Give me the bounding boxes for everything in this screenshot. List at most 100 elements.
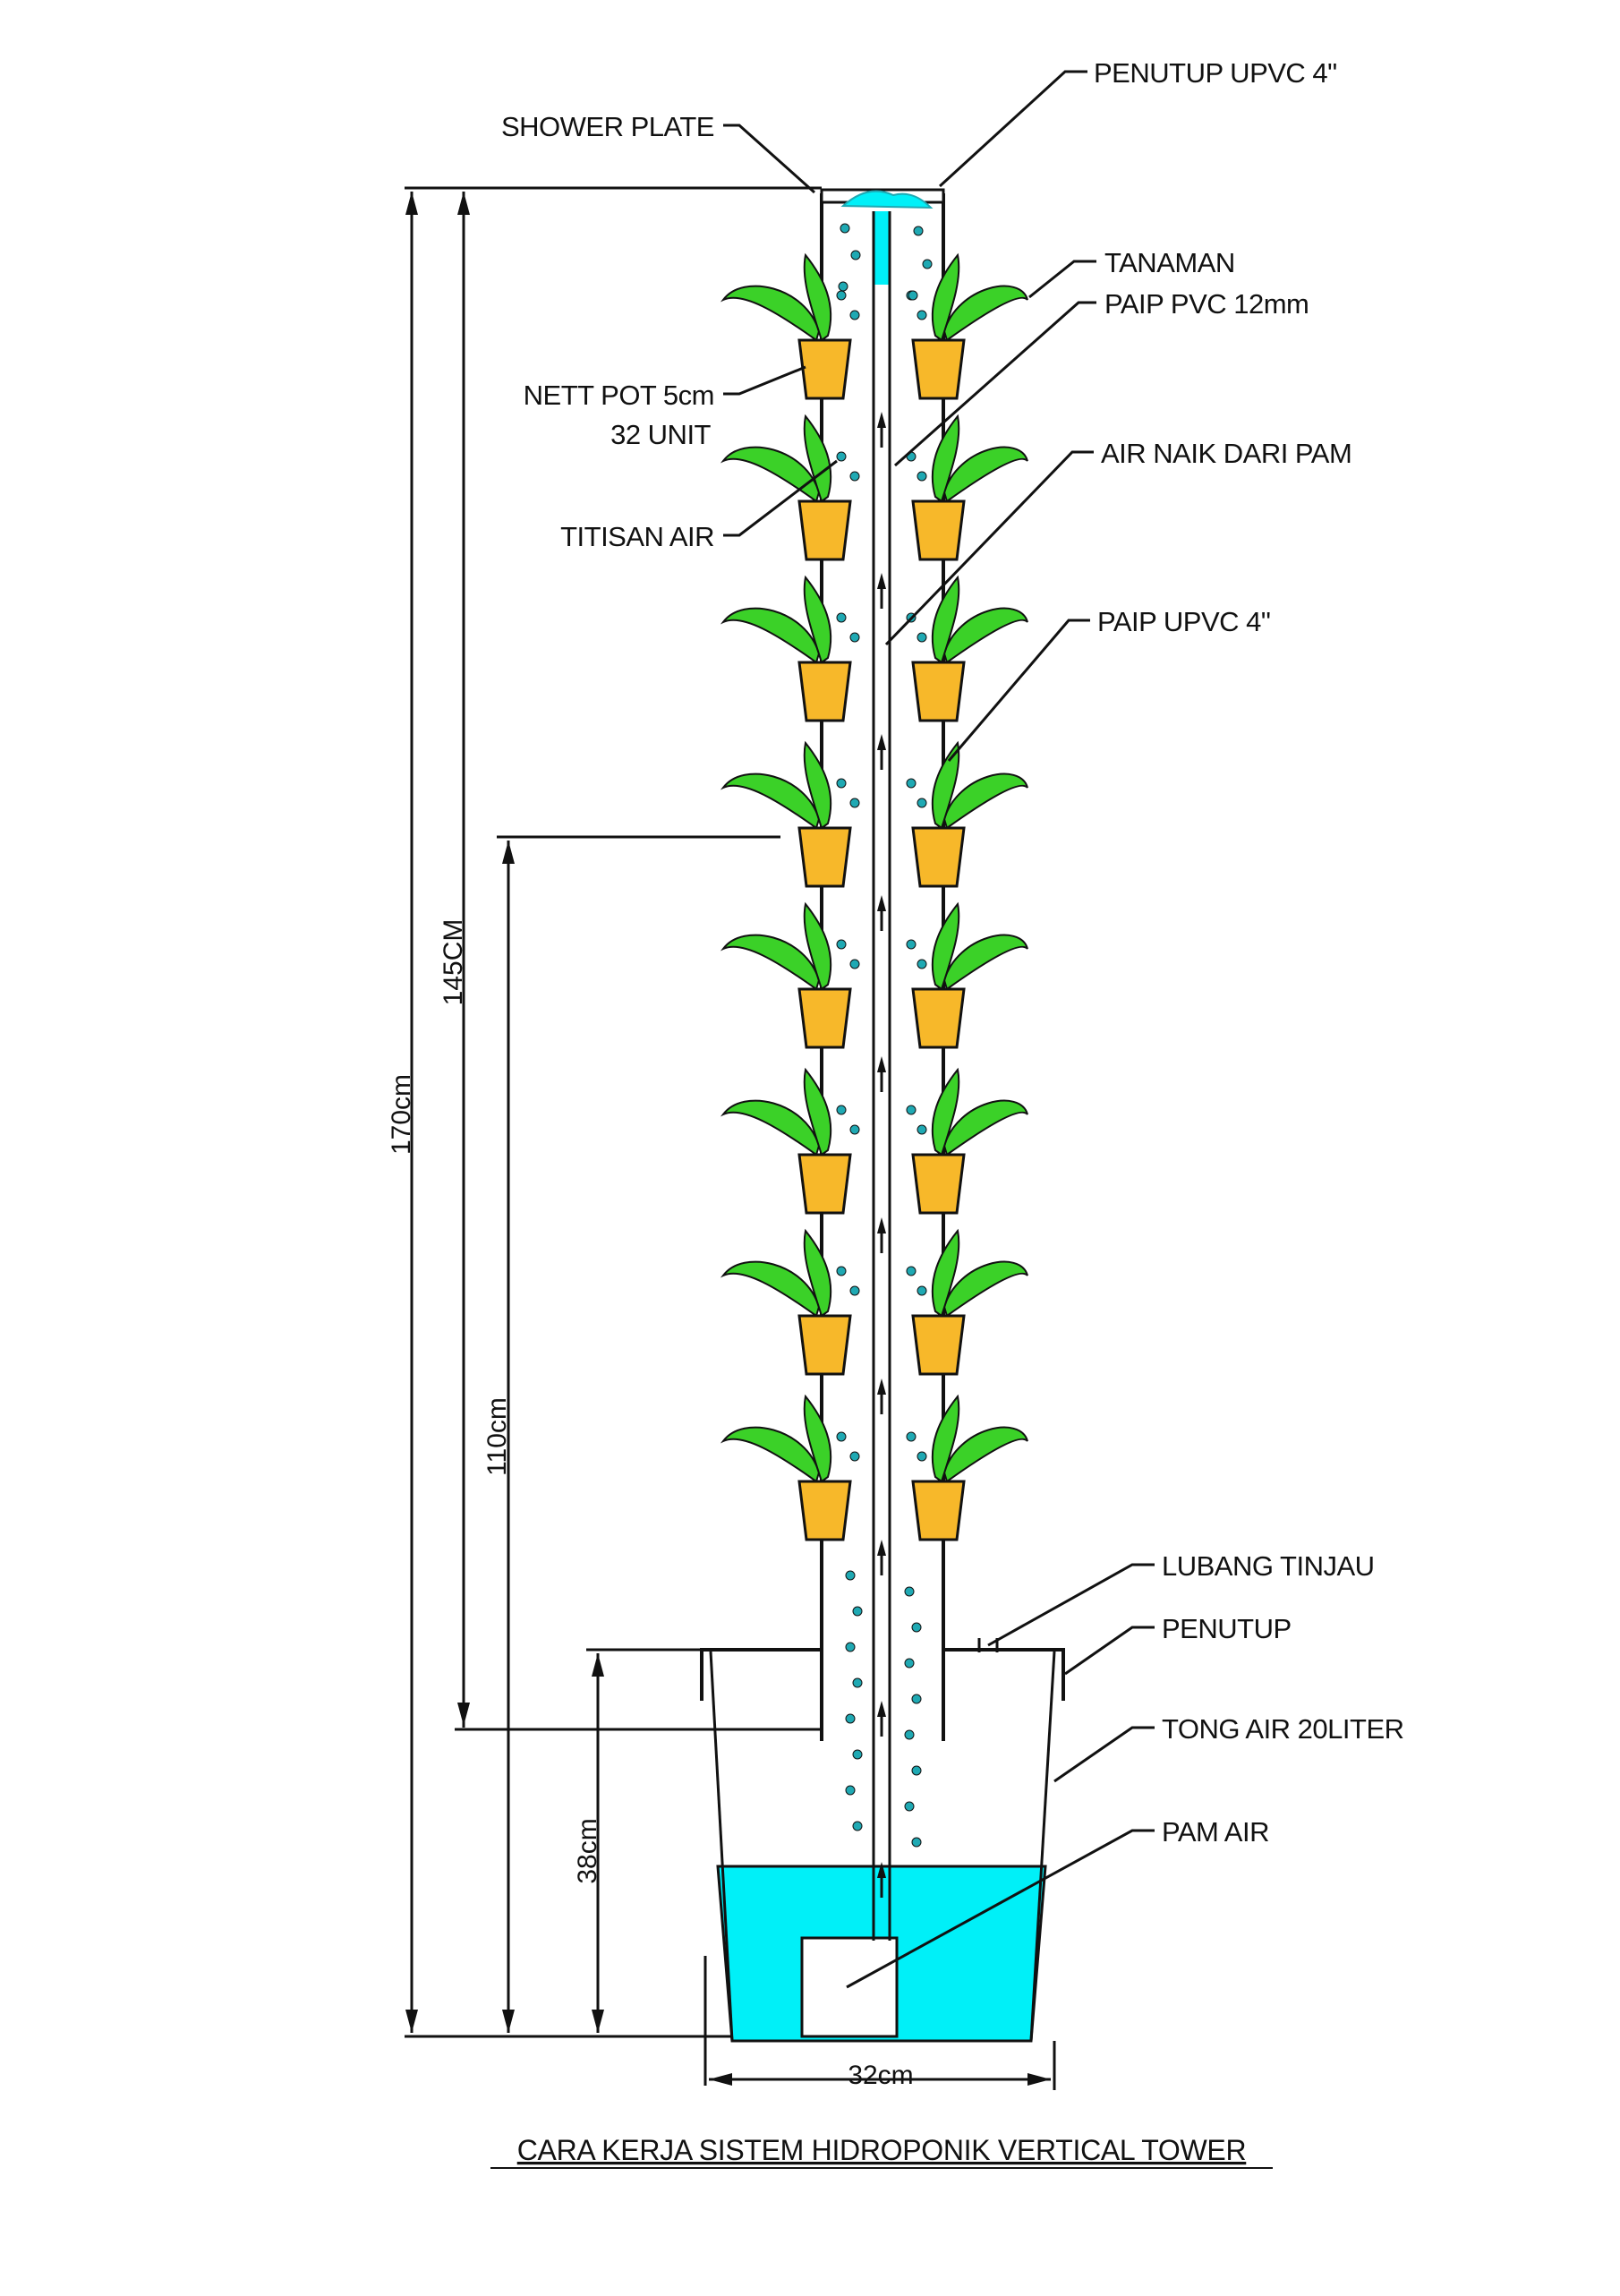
leaf: [720, 1426, 821, 1483]
leaf: [720, 1260, 821, 1318]
water-drop: [911, 1694, 922, 1704]
leaf: [720, 1099, 821, 1157]
leaf: [720, 285, 821, 342]
leader-pam-air: [846, 1829, 1155, 1989]
plant-right: [911, 575, 1028, 722]
plant-right: [911, 740, 1028, 888]
plant-right: [911, 252, 1028, 400]
leaf: [803, 414, 832, 503]
flow-arrow: [877, 573, 886, 589]
flow-arrow: [877, 1862, 886, 1878]
water-drop: [917, 471, 927, 482]
flow-arrow: [877, 734, 886, 750]
leader-shower-plate: [723, 124, 815, 194]
leader-penutup-upvc: [938, 70, 1087, 188]
dim-170cm: 170cm: [387, 1074, 416, 1155]
leaf: [803, 740, 832, 830]
nett-pot: [797, 1153, 852, 1215]
plant-left: [720, 1067, 852, 1215]
nett-pot: [911, 499, 966, 561]
dim-110cm: 110cm: [482, 1397, 512, 1476]
nett-pot: [911, 987, 966, 1049]
leader-penutup: [1064, 1626, 1155, 1676]
nett-pot: [911, 826, 966, 888]
water-drop: [849, 471, 860, 482]
water-drop: [836, 778, 847, 789]
water-drop: [908, 290, 918, 301]
leaf: [720, 607, 821, 664]
flow-arrow: [877, 895, 886, 911]
dim-32cm: 32cm: [848, 2061, 913, 2090]
water-drop: [849, 310, 860, 320]
nett-pot: [797, 499, 852, 561]
label-paip-pvc: PAIP PVC 12mm: [1104, 288, 1309, 320]
water-drop: [849, 1124, 860, 1135]
nett-pot: [797, 826, 852, 888]
leaf: [803, 575, 832, 664]
leaf: [931, 575, 960, 664]
nett-pot: [911, 1480, 966, 1541]
plant-left: [720, 252, 852, 400]
water-drop: [845, 1713, 856, 1724]
dim-38cm: 38cm: [573, 1818, 602, 1883]
flow-arrow: [877, 1378, 886, 1395]
water-drop: [852, 1749, 863, 1760]
leaf: [803, 901, 832, 991]
water-drop: [849, 798, 860, 808]
plant-right: [911, 1067, 1028, 1215]
leaf: [720, 446, 821, 503]
leaf: [942, 1260, 1028, 1318]
leaf: [931, 740, 960, 830]
leader-tong-air: [1053, 1726, 1155, 1783]
leader-titisan-air: [723, 459, 838, 537]
leaf: [720, 934, 821, 991]
nett-pot: [797, 1480, 852, 1541]
leaf: [720, 772, 821, 830]
diagram-title: CARA KERJA SISTEM HIDROPONIK VERTICAL TO…: [517, 2134, 1247, 2166]
flow-arrow: [877, 1701, 886, 1717]
label-pam-air: PAM AIR: [1162, 1816, 1269, 1848]
water-drop: [904, 1658, 915, 1669]
label-air-naik: AIR NAIK DARI PAM: [1101, 438, 1351, 469]
pvc-inner-pipe: [872, 211, 891, 1941]
plants-group: [720, 252, 1028, 1541]
label-penutup: PENUTUP: [1162, 1613, 1292, 1644]
leaf: [942, 1099, 1028, 1157]
water-drop: [917, 1285, 927, 1296]
label-shower-plate: SHOWER PLATE: [501, 111, 714, 142]
plant-left: [720, 575, 852, 722]
water-drop: [906, 1266, 917, 1276]
flow-arrow: [877, 1217, 886, 1233]
leaf: [803, 1394, 832, 1483]
nett-pot: [911, 1153, 966, 1215]
water-drop: [836, 451, 847, 462]
water-drop: [840, 223, 850, 234]
leaf: [942, 607, 1028, 664]
plant-right: [911, 901, 1028, 1049]
leaf: [931, 1228, 960, 1318]
dimension-arrowheads: [405, 192, 1051, 2086]
nett-pot: [797, 1314, 852, 1376]
plant-right: [911, 414, 1028, 561]
leaf: [931, 1067, 960, 1157]
water-drop: [911, 1622, 922, 1633]
leader-lines: [723, 70, 1155, 1989]
leaf: [803, 1228, 832, 1318]
water-drop: [917, 798, 927, 808]
leaf: [942, 934, 1028, 991]
water-drop: [911, 1765, 922, 1776]
water-drop: [836, 1431, 847, 1442]
water-drop: [849, 1285, 860, 1296]
tank-wall-right: [1029, 1651, 1056, 2042]
label-tong-air: TONG AIR 20LITER: [1162, 1713, 1404, 1745]
water-drops-group: [836, 223, 933, 1848]
leader-air-naik: [884, 450, 1094, 646]
water-drop: [852, 1606, 863, 1617]
flow-arrow: [877, 1540, 886, 1556]
leader-paip-pvc: [894, 301, 1096, 467]
water-drop: [836, 939, 847, 950]
water-drop: [904, 1586, 915, 1597]
water-drop: [836, 1266, 847, 1276]
leaf: [931, 252, 960, 342]
